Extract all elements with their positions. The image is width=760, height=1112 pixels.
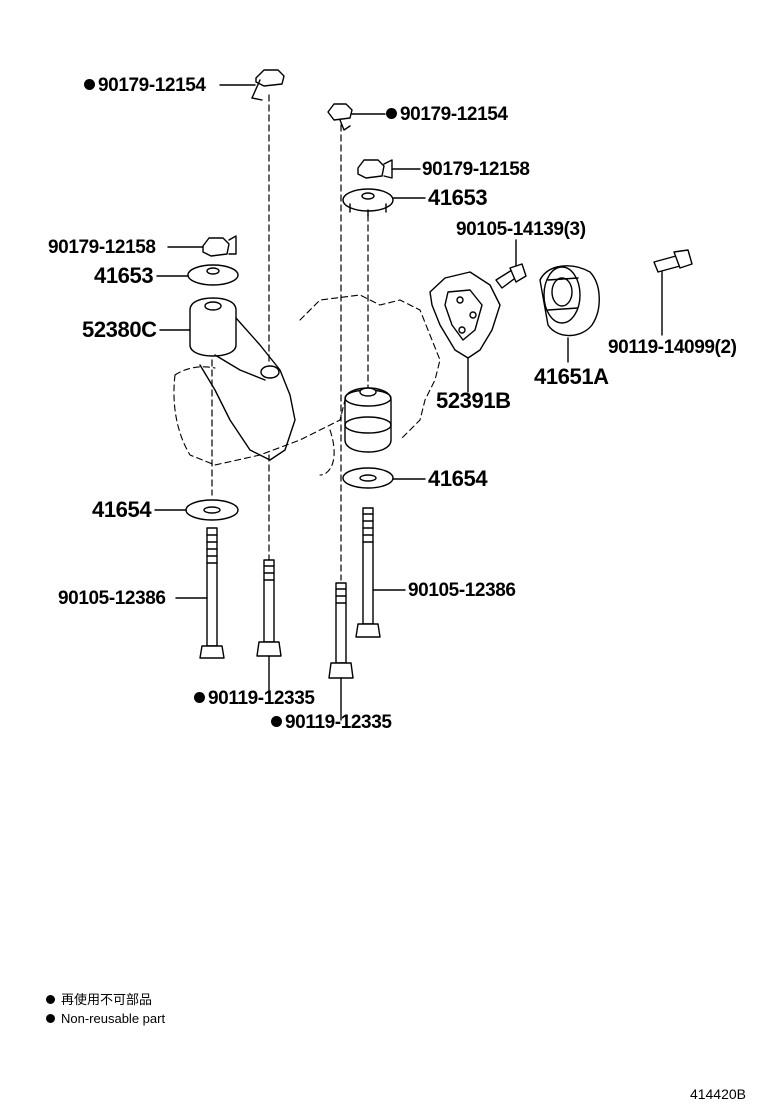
bolt-12335-a-shape [256, 559, 282, 699]
label-long-bolt-left: 90105-12386 [58, 588, 166, 609]
bullet-icon [46, 995, 55, 1004]
nut-right-shape [357, 159, 421, 179]
label-bolt-14139: 90105-14139(3) [456, 219, 586, 240]
stopper-left-shape [154, 499, 239, 521]
washer-left-shape [156, 264, 239, 286]
nut-left-shape [167, 235, 237, 257]
bolt-12335-b-shape [328, 582, 354, 721]
label-long-bolt-right: 90105-12386 [408, 580, 516, 601]
long-bolt-right-shape [355, 507, 406, 638]
top-mid-bolt-shape [327, 103, 386, 131]
label-bracket-52380c: 52380C [82, 317, 157, 342]
top-left-bolt-shape [219, 69, 285, 101]
figure-number: 414420B [689, 1086, 746, 1102]
label-top-mid-bolt: 90179-12154 [386, 105, 508, 124]
label-bolt-12335-a: 90119-12335 [194, 689, 315, 708]
long-bolt-left-shape [175, 527, 225, 659]
non-reusable-marker-icon [271, 716, 282, 727]
label-nut-right: 90179-12158 [422, 159, 530, 180]
transaxle-phantom-outline [173, 294, 441, 476]
label-washer-right: 41653 [428, 185, 488, 210]
bolt-14099-shape [653, 249, 693, 336]
label-top-left-bolt: 90179-12154 [84, 76, 206, 95]
mount-insulator-shape [344, 387, 392, 453]
label-bracket-52391b: 52391B [436, 388, 511, 413]
legend-jp: 再使用不可部品 [46, 993, 152, 1006]
stopper-right-shape [342, 467, 426, 489]
non-reusable-marker-icon [386, 108, 397, 119]
non-reusable-marker-icon [194, 692, 205, 703]
label-nut-left: 90179-12158 [48, 237, 156, 258]
bullet-icon [46, 1014, 55, 1023]
bracket-52380c-shape [159, 297, 296, 461]
washer-right-shape [342, 188, 426, 217]
label-stopper-right: 41654 [428, 466, 488, 491]
label-bushing-41651a: 41651A [534, 364, 609, 389]
label-bolt-12335-b: 90119-12335 [271, 713, 392, 732]
legend-en: Non-reusable part [46, 1012, 165, 1025]
bracket-52391b-shape [429, 271, 501, 393]
bolt-14139-shape [495, 239, 527, 289]
bushing-41651a-shape [539, 265, 600, 363]
label-washer-left: 41653 [94, 263, 154, 288]
label-bolt-14099: 90119-14099(2) [608, 337, 737, 358]
non-reusable-marker-icon [84, 79, 95, 90]
label-stopper-left: 41654 [92, 497, 152, 522]
